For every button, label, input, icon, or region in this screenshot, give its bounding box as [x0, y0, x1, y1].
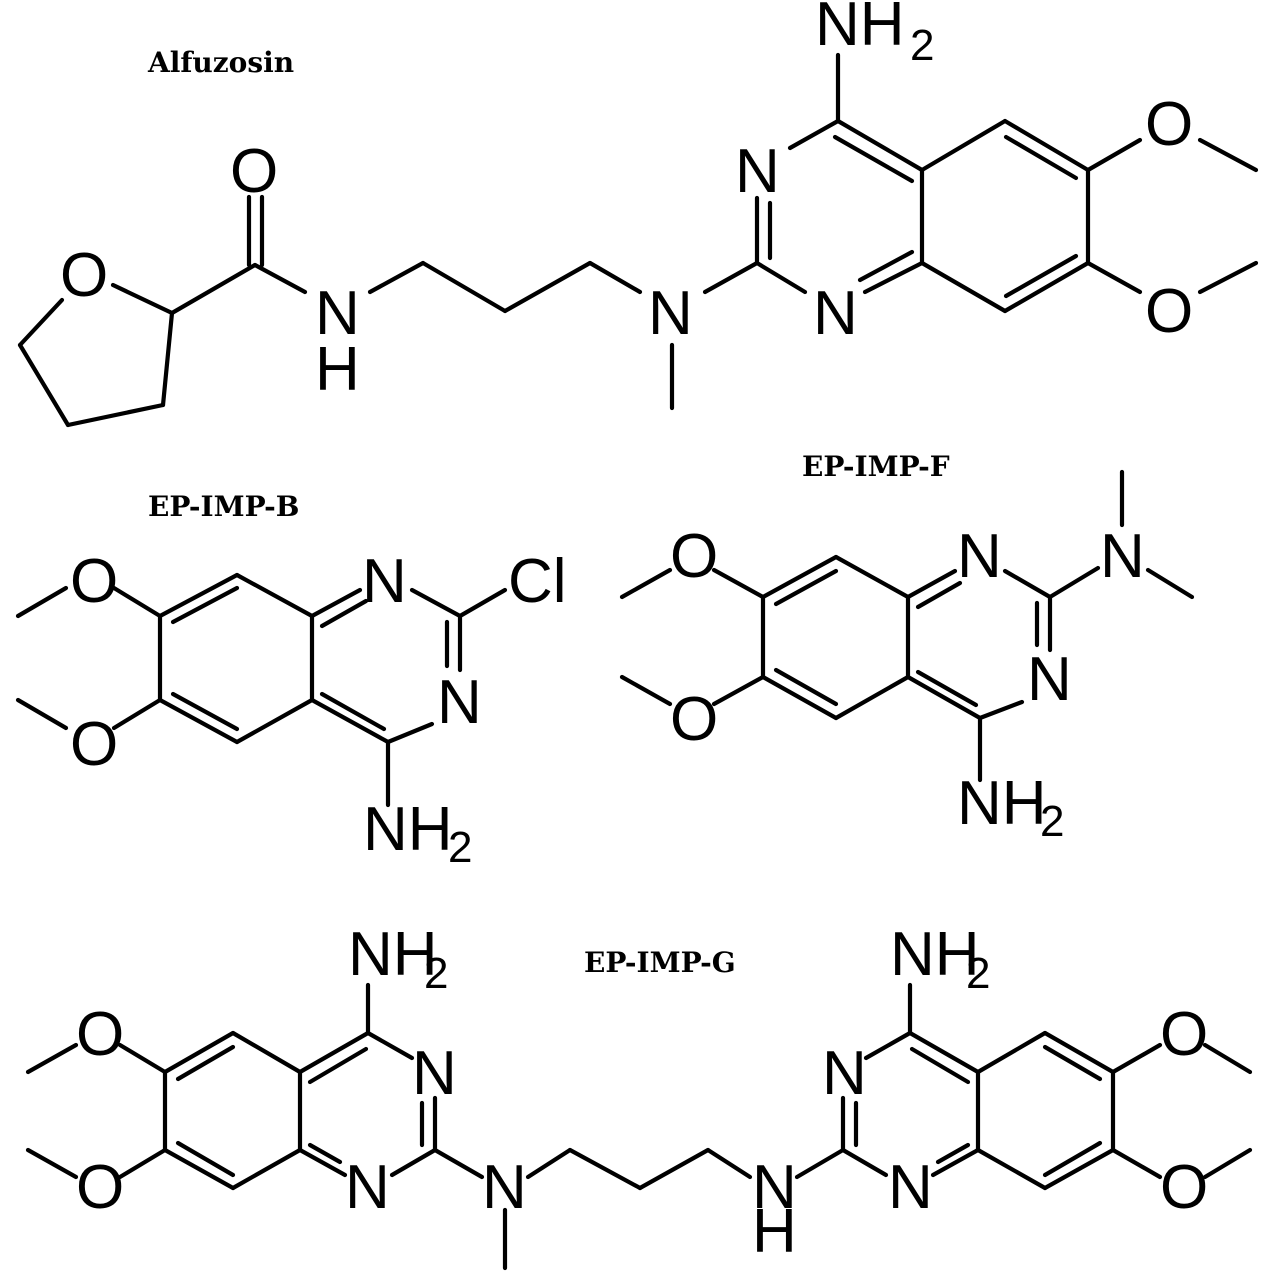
imp-g-atom-o: O: [1160, 1153, 1208, 1222]
alfuzosin-atom-n: N: [735, 137, 780, 206]
alfuzosin-atom-h: H: [315, 335, 360, 404]
imp-f-atom-n: N: [1100, 522, 1145, 591]
imp-g-atom-h: H: [752, 1197, 797, 1266]
alfuzosin-atom-n: N: [315, 279, 360, 348]
imp-b-title: EP-IMP-B: [148, 490, 299, 523]
imp-b-atom-o: O: [70, 547, 118, 616]
alfuzosin-atom-o: O: [230, 137, 278, 206]
imp-f-atom-nh: NH: [957, 769, 1047, 838]
alfuzosin-atom-o: O: [1145, 277, 1193, 346]
imp-f-atom-n: N: [1027, 645, 1072, 714]
imp-b-atom-o: O: [70, 710, 118, 779]
imp-g-atom-n: N: [752, 1153, 797, 1222]
alfuzosin-atom-o: O: [60, 241, 108, 310]
imp-f-atom-n: N: [957, 522, 1002, 591]
imp-b-atom-cl: Cl: [508, 547, 567, 616]
alfuzosin-structure: Alfuzosin: [17, 0, 1259, 428]
imp-g-title: EP-IMP-G: [584, 946, 736, 979]
imp-b-sub-2: 2: [448, 823, 472, 872]
imp-b-atom-n: N: [362, 547, 407, 616]
alfuzosin-atom-n: N: [648, 279, 693, 348]
imp-f-atom-o: O: [670, 522, 718, 591]
imp-g-atom-nh: NH: [348, 920, 438, 989]
imp-g-sub-2: 2: [424, 949, 448, 998]
imp-b-atom-nh: NH: [363, 795, 453, 864]
imp-g-atom-n: N: [482, 1153, 527, 1222]
alfuzosin-title: Alfuzosin: [147, 46, 294, 79]
imp-g-sub-2: 2: [966, 949, 990, 998]
alfuzosin-sub-2: 2: [910, 21, 934, 70]
alfuzosin-atom-nh: NH: [815, 0, 905, 59]
imp-f-atom-o: O: [670, 685, 718, 754]
imp-b-atom-n: N: [437, 668, 482, 737]
imp-f-sub-2: 2: [1040, 797, 1064, 846]
alfuzosin-atom-o: O: [1145, 90, 1193, 159]
imp-f-title: EP-IMP-F: [802, 450, 950, 483]
imp-g-atom-n: N: [888, 1153, 933, 1222]
imp-g-atom-n: N: [822, 1039, 867, 1108]
imp-f-structure: EP-IMP-F O O N N N NH 2: [619, 450, 1195, 846]
imp-g-atom-n: N: [345, 1153, 390, 1222]
imp-g-atom-n: N: [412, 1039, 457, 1108]
imp-g-atom-nh: NH: [890, 920, 980, 989]
imp-g-atom-o: O: [1160, 1000, 1208, 1069]
imp-g-structure: EP-IMP-G: [25, 920, 1253, 1271]
alfuzosin-atom-n: N: [813, 279, 858, 348]
imp-b-structure: EP-IMP-B O O N N Cl NH 2: [15, 490, 567, 872]
imp-g-atom-o: O: [76, 1153, 124, 1222]
imp-g-atom-o: O: [76, 1000, 124, 1069]
